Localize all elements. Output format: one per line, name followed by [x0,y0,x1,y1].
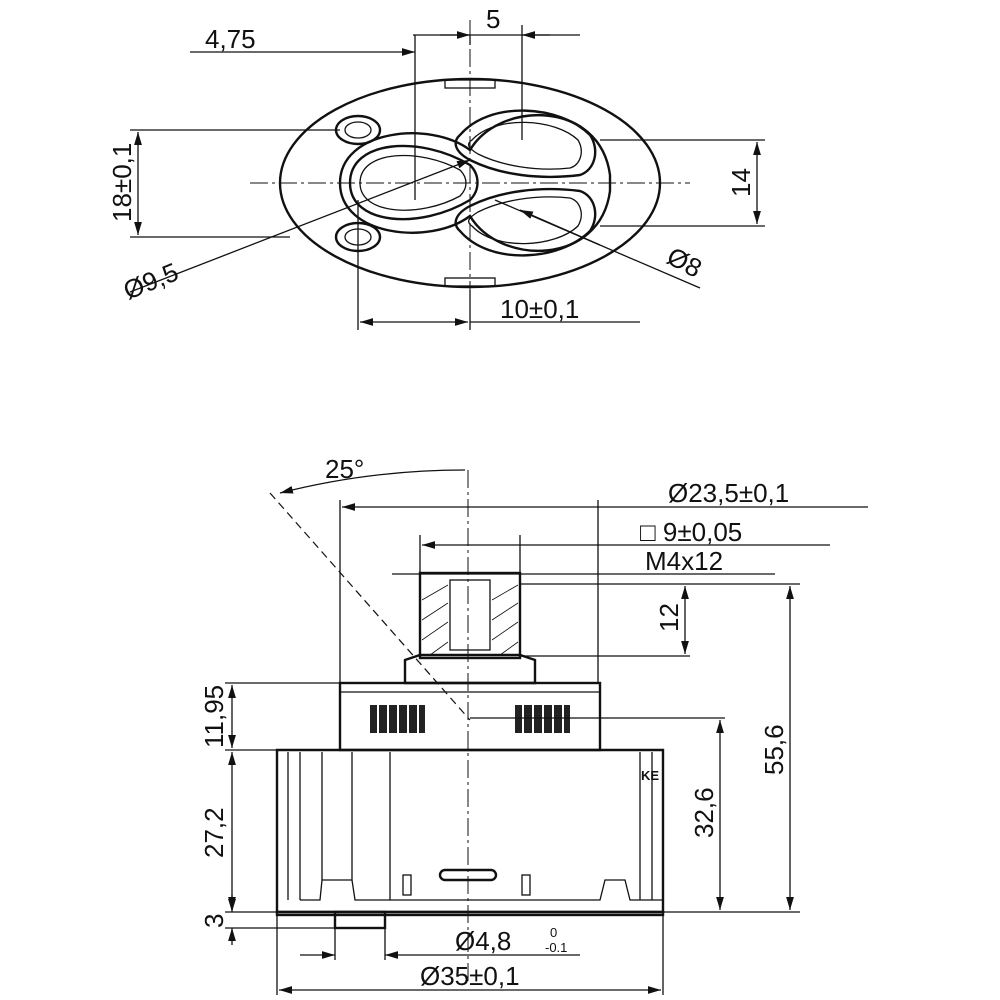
dim-d35: Ø35±0,1 [420,961,520,991]
dim-sq9: □ 9±0,05 [640,517,742,547]
dim-55-6: 55,6 [759,724,789,775]
tolerance-lower: -0.1 [545,940,567,955]
dim-27-2: 27,2 [199,807,229,858]
dim-4-75: 4,75 [205,24,256,54]
inlet-port [348,144,479,221]
dim-32-6: 32,6 [689,787,719,838]
cartridge-body [275,748,665,914]
dim-d4-8: Ø4,8 [455,926,511,956]
dim-d8: Ø8 [662,241,707,284]
spindle [418,571,522,660]
tolerance-upper: 0 [550,925,557,940]
dim-18: 18±0,1 [107,143,137,222]
dim-14: 14 [726,168,756,197]
outlet-port-top [454,109,597,179]
dim-3: 3 [199,914,229,928]
side-view: KE 25° Ø23,5±0,1 □ 9±0,05 M4x12 12 32,6 … [199,454,868,995]
dim-5: 5 [486,4,500,34]
dim-d23-5: Ø23,5±0,1 [668,478,789,508]
dim-angle-25: 25° [325,454,364,484]
dim-thread: M4x12 [645,546,723,576]
top-view: 4,75 5 18±0,1 14 Ø9,5 Ø8 10±0,1 [107,4,765,330]
outlet-port-bottom [454,187,597,257]
dim-11-95: 11,95 [199,685,229,748]
manufacturer-mark: KE [641,768,659,783]
dim-10: 10±0,1 [500,294,579,324]
locating-pin [333,910,387,930]
dim-d9-5: Ø9,5 [119,257,183,306]
dim-12: 12 [654,603,684,632]
